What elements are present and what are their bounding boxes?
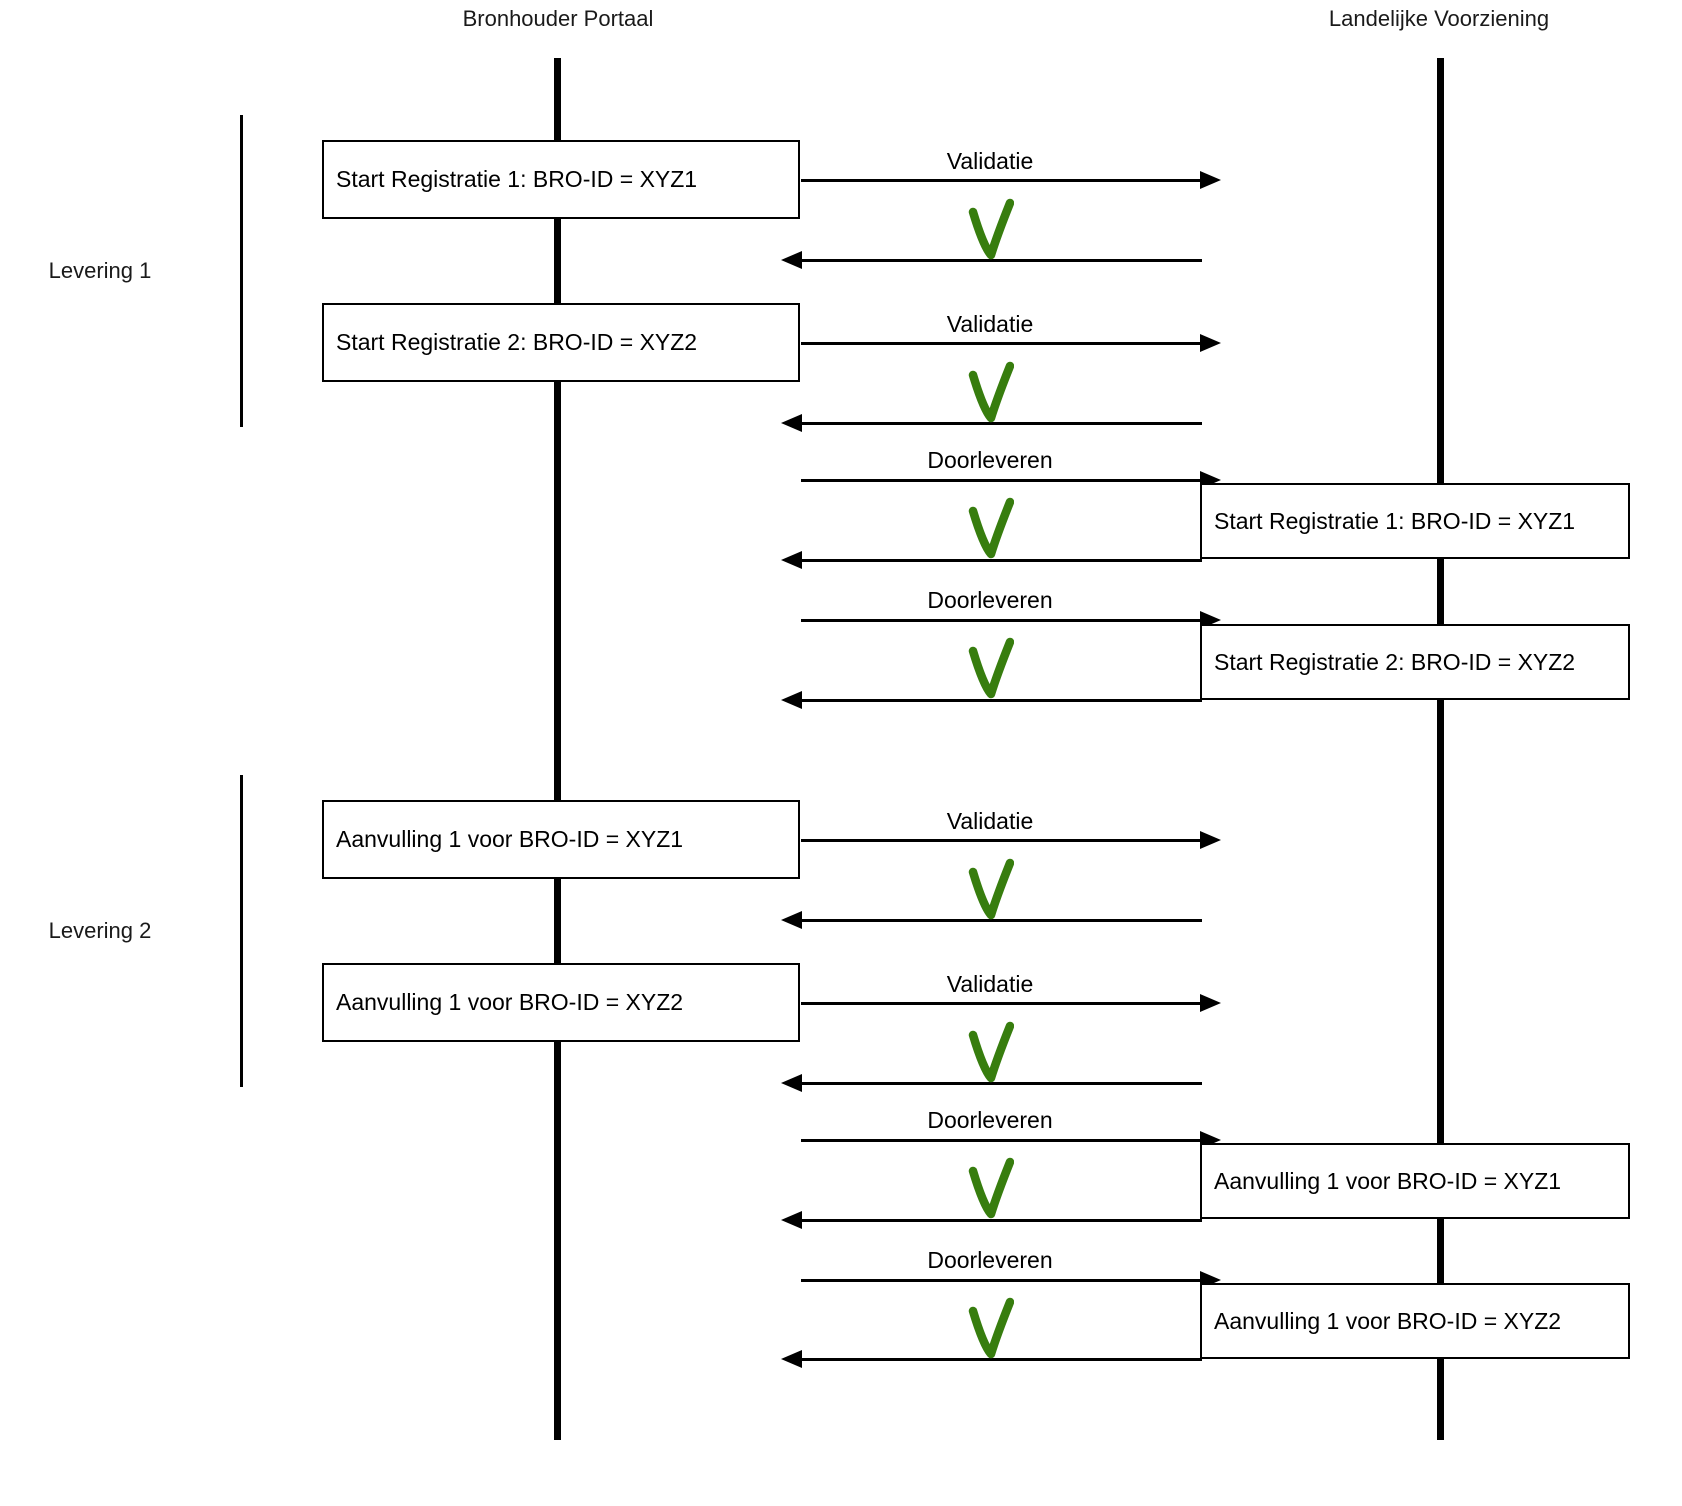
arrowhead-left-icon — [781, 1211, 802, 1229]
check-icon — [968, 637, 1014, 699]
arrowhead-left-icon — [781, 691, 802, 709]
portal-box-start-registratie-1: Start Registratie 1: BRO-ID = XYZ1 — [322, 140, 800, 219]
arrowhead-left-icon — [781, 414, 802, 432]
arrow-return-validatie-3 — [781, 911, 1202, 929]
message-label-validatie-4: Validatie — [946, 971, 1034, 997]
portal-box-start-registratie-2: Start Registratie 2: BRO-ID = XYZ2 — [322, 303, 800, 382]
arrow-forward-validatie-2 — [801, 334, 1221, 352]
check-icon — [968, 497, 1014, 559]
lv-box-start-registratie-1: Start Registratie 1: BRO-ID = XYZ1 — [1200, 483, 1630, 559]
arrow-return-validatie-2 — [781, 414, 1202, 432]
arrowhead-right-icon — [1200, 831, 1221, 849]
lv-box-aanvulling-xyz2: Aanvulling 1 voor BRO-ID = XYZ2 — [1200, 1283, 1630, 1359]
levering-1-bracket — [240, 115, 243, 427]
lifeline-landelijke-voorziening — [1437, 58, 1444, 1440]
arrow-return-doorleveren-1 — [781, 551, 1202, 569]
message-label-doorleveren-4: Doorleveren — [927, 1247, 1053, 1273]
levering-1-label: Levering 1 — [48, 258, 152, 283]
arrow-forward-validatie-4 — [801, 994, 1221, 1012]
check-icon — [968, 1021, 1014, 1083]
check-icon — [968, 198, 1014, 260]
portal-box-aanvulling-xyz1: Aanvulling 1 voor BRO-ID = XYZ1 — [322, 800, 800, 879]
arrowhead-right-icon — [1200, 334, 1221, 352]
arrow-forward-validatie-1 — [801, 171, 1221, 189]
arrow-return-validatie-4 — [781, 1074, 1202, 1092]
check-icon — [968, 361, 1014, 423]
message-label-validatie-2: Validatie — [946, 311, 1034, 337]
levering-2-label: Levering 2 — [48, 918, 152, 943]
arrow-return-doorleveren-2 — [781, 691, 1202, 709]
portal-box-aanvulling-xyz2: Aanvulling 1 voor BRO-ID = XYZ2 — [322, 963, 800, 1042]
message-label-doorleveren-3: Doorleveren — [927, 1107, 1053, 1133]
arrow-forward-doorleveren-3 — [801, 1131, 1221, 1149]
arrow-forward-validatie-3 — [801, 831, 1221, 849]
message-label-validatie-1: Validatie — [946, 148, 1034, 174]
lv-box-aanvulling-xyz1: Aanvulling 1 voor BRO-ID = XYZ1 — [1200, 1143, 1630, 1219]
arrowhead-left-icon — [781, 1074, 802, 1092]
arrowhead-left-icon — [781, 911, 802, 929]
arrow-return-doorleveren-4 — [781, 1350, 1202, 1368]
message-label-doorleveren-1: Doorleveren — [927, 447, 1053, 473]
arrow-return-doorleveren-3 — [781, 1211, 1202, 1229]
arrow-forward-doorleveren-1 — [801, 471, 1221, 489]
arrow-return-validatie-1 — [781, 251, 1202, 269]
levering-2-bracket — [240, 775, 243, 1087]
check-icon — [968, 1157, 1014, 1219]
check-icon — [968, 1297, 1014, 1359]
actor-title-landelijke-voorziening: Landelijke Voorziening — [1328, 6, 1550, 31]
message-label-doorleveren-2: Doorleveren — [927, 587, 1053, 613]
message-label-validatie-3: Validatie — [946, 808, 1034, 834]
arrow-forward-doorleveren-2 — [801, 611, 1221, 629]
actor-title-bronhouder-portaal: Bronhouder Portaal — [462, 6, 654, 31]
arrowhead-right-icon — [1200, 994, 1221, 1012]
lifeline-bronhouder-portaal — [554, 58, 561, 1440]
arrowhead-left-icon — [781, 251, 802, 269]
lv-box-start-registratie-2: Start Registratie 2: BRO-ID = XYZ2 — [1200, 624, 1630, 700]
check-icon — [968, 858, 1014, 920]
arrowhead-right-icon — [1200, 171, 1221, 189]
arrowhead-left-icon — [781, 1350, 802, 1368]
arrowhead-left-icon — [781, 551, 802, 569]
arrow-forward-doorleveren-4 — [801, 1271, 1221, 1289]
